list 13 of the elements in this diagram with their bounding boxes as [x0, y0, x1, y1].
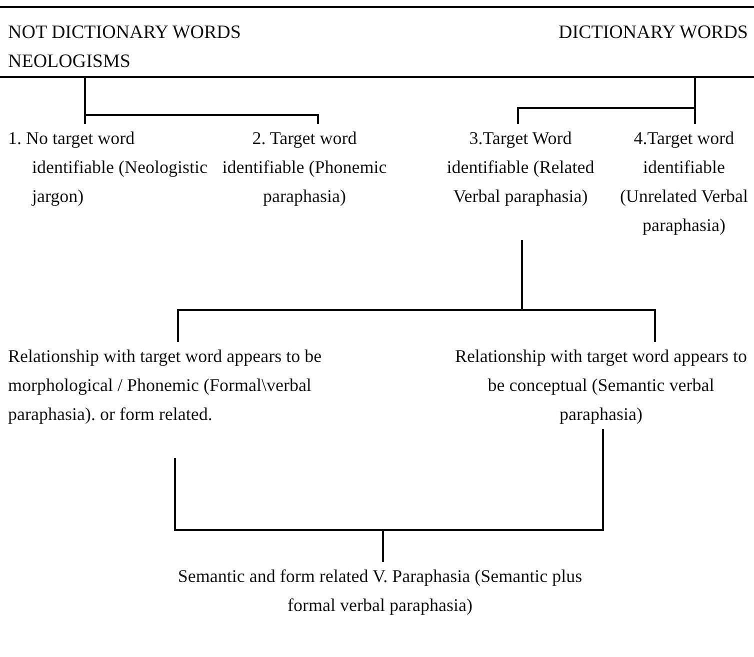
connector-line: [521, 240, 656, 342]
text-label: Semantic and form related V. Paraphasia (Semantic plus formal verbal paraphasia): [165, 562, 595, 620]
connector-line: [382, 429, 604, 562]
text-label: Relationship with target word appears to be conceptual (Semantic verbal paraphasia): [450, 342, 752, 429]
text-label: 4.Target word identifiable (Unrelated Verbal paraphasia): [614, 124, 754, 269]
text-label: NOT DICTIONARY WORDS NEOLOGISMS: [8, 18, 348, 76]
text-label: 3.Target Word identifiable (Related Verbal paraphasia): [428, 124, 613, 240]
connector-line: [694, 76, 696, 124]
text-label: 2. Target word identifiable (Phonemic paraphasia): [222, 124, 387, 240]
connector-line: [84, 76, 319, 124]
text-label: DICTIONARY WORDS: [470, 18, 748, 76]
text-label: 1. No target word identifiable (Neologistic jargon): [8, 124, 213, 240]
text-label: Relationship with target word appears to be morphological / Phonemic (Formal\verbal paraphasia). or form related.: [8, 342, 338, 458]
